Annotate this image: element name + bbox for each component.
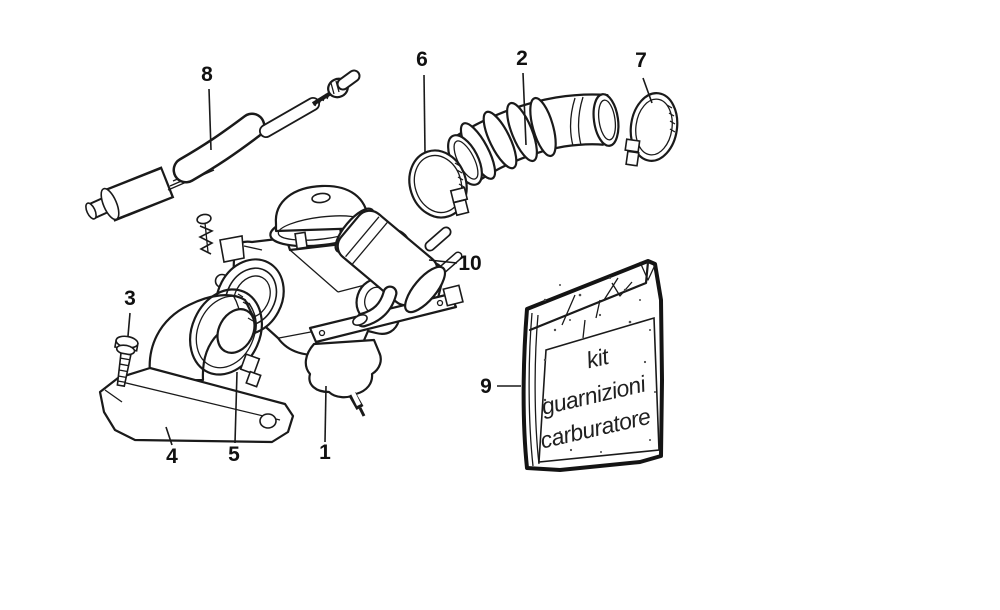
leader-3 <box>127 312 131 337</box>
callout-10: 10 <box>458 252 481 275</box>
callout-7: 7 <box>635 49 647 72</box>
callout-9: 9 <box>480 375 492 398</box>
callout-5: 5 <box>228 443 240 466</box>
part-10-auto-choke <box>334 207 447 328</box>
part-9-gasket-kit-bag: kit guarnizioni carburatore <box>521 259 664 472</box>
callout-6: 6 <box>416 48 428 71</box>
leader-6 <box>423 74 426 153</box>
callout-4: 4 <box>166 445 178 468</box>
callout-8: 8 <box>201 63 213 86</box>
part-8-throttle-cable <box>85 69 361 222</box>
leader-1 <box>324 385 327 443</box>
leader-10 <box>428 259 458 264</box>
leader-2 <box>522 72 527 146</box>
callout-1: 1 <box>319 441 331 464</box>
part-5-clamp <box>189 288 263 388</box>
part-6-hose-clamp <box>408 149 470 219</box>
leader-lines <box>127 72 653 446</box>
leader-8 <box>208 88 212 151</box>
leader-5 <box>234 371 238 444</box>
callout-numbers: 1 2 3 4 5 6 7 8 9 10 <box>124 47 647 468</box>
bag-speckles <box>543 277 656 453</box>
part-2-intake-hose <box>447 93 620 186</box>
leader-4 <box>165 426 173 446</box>
callout-2: 2 <box>516 47 528 70</box>
part-7-hose-clamp <box>624 92 679 167</box>
part-3-bolt <box>114 335 139 388</box>
leader-7 <box>642 77 653 104</box>
callout-3: 3 <box>124 287 136 310</box>
part-4-intake-manifold <box>98 294 295 444</box>
